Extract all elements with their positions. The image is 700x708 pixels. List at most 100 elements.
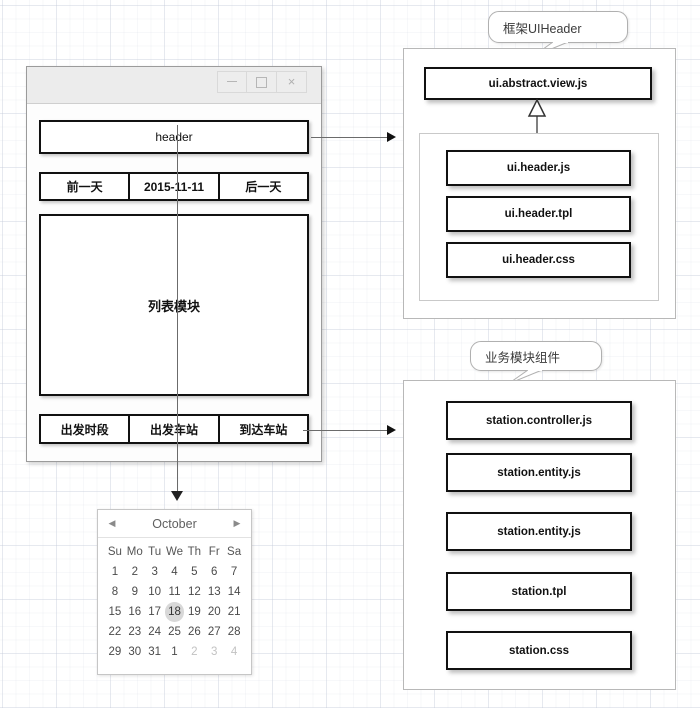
calendar-dow: We (165, 546, 184, 558)
calendar-day[interactable]: 11 (168, 586, 181, 598)
calendar-dow: Fr (208, 546, 220, 558)
node-station-entity-1[interactable]: station.entity.js (446, 453, 632, 492)
calendar-day[interactable]: 2 (191, 646, 198, 658)
connector-tabbar-arrowhead (387, 425, 396, 435)
node-station-entity-1-label: station.entity.js (497, 466, 581, 479)
calendar-day[interactable]: 25 (168, 626, 181, 638)
callout-business-module-label: 业务模块组件 (485, 350, 561, 365)
calendar-day[interactable]: 1 (171, 646, 178, 658)
calendar-day[interactable]: 17 (148, 606, 162, 618)
ui-header-group: ui.header.js ui.header.tpl ui.header.css (419, 133, 659, 301)
node-ui-header-css-label: ui.header.css (502, 254, 575, 266)
calendar-day[interactable]: 24 (148, 626, 162, 638)
callout-ui-header-label: 框架UIHeader (503, 21, 582, 36)
current-date-field[interactable]: 2015-11-11 (128, 174, 217, 199)
calendar-dow: Mo (126, 546, 143, 558)
node-ui-header-js[interactable]: ui.header.js (446, 150, 631, 186)
chevron-left-icon: ◀ (108, 518, 116, 528)
tab-arrival-station[interactable]: 到达车站 (217, 416, 307, 442)
node-station-entity-2[interactable]: station.entity.js (446, 512, 632, 551)
calendar-day[interactable]: 30 (128, 646, 142, 658)
tab-departure-time[interactable]: 出发时段 (41, 416, 128, 442)
calendar-day[interactable]: 4 (171, 566, 178, 578)
calendar-day[interactable]: 27 (207, 626, 221, 638)
tab-arrival-station-label: 到达车站 (239, 422, 288, 437)
node-station-css-label: station.css (508, 644, 570, 657)
node-ui-header-css[interactable]: ui.header.css (446, 242, 631, 278)
callout-business-module: 业务模块组件 (470, 341, 602, 371)
calendar-prev-month-button[interactable]: ◀ (101, 518, 123, 529)
calendar-day[interactable]: 5 (191, 566, 198, 578)
calendar-day[interactable]: 8 (111, 586, 119, 598)
calendar-day[interactable]: 10 (148, 586, 162, 598)
calendar-day[interactable]: 29 (108, 646, 122, 658)
minimize-button[interactable] (217, 71, 247, 93)
calendar-day[interactable]: 7 (230, 566, 238, 578)
calendar-day-selected[interactable]: 18 (164, 602, 185, 622)
next-day-label: 后一天 (245, 180, 282, 194)
calendar-day[interactable]: 3 (151, 566, 158, 578)
calendar-day[interactable]: 3 (211, 646, 218, 658)
window-titlebar: × (27, 67, 321, 104)
current-date-value: 2015-11-11 (143, 179, 205, 194)
close-button[interactable]: × (277, 71, 307, 93)
list-module-label: 列表模块 (147, 298, 200, 314)
list-module-block: 列表模块 (39, 214, 309, 396)
calendar-dow: Th (187, 546, 202, 558)
calendar-week-row: 22 23 24 25 26 27 28 (105, 622, 244, 642)
calendar-day[interactable]: 20 (207, 606, 221, 618)
calendar-day[interactable]: 26 (187, 626, 201, 638)
date-navigation-bar: 前一天 2015-11-11 后一天 (39, 172, 309, 201)
node-ui-abstract-view[interactable]: ui.abstract.view.js (424, 67, 652, 100)
connector-calendar-arrowhead (171, 491, 183, 501)
node-station-tpl-label: station.tpl (511, 585, 567, 598)
calendar-day[interactable]: 31 (148, 646, 162, 658)
calendar-month-title: October (152, 516, 197, 531)
node-station-controller-label: station.controller.js (485, 414, 593, 427)
close-icon: × (287, 74, 296, 89)
calendar-day[interactable]: 13 (207, 586, 221, 598)
callout-ui-header: 框架UIHeader (488, 11, 628, 43)
prev-day-button[interactable]: 前一天 (41, 174, 128, 199)
calendar-day[interactable]: 2 (131, 566, 138, 578)
business-module-panel: station.controller.js station.entity.js … (403, 380, 676, 690)
maximize-button[interactable] (247, 71, 277, 93)
connector-date-to-calendar (177, 125, 178, 491)
node-ui-header-tpl[interactable]: ui.header.tpl (446, 196, 631, 232)
calendar-day[interactable]: 12 (187, 586, 201, 598)
tab-departure-station[interactable]: 出发车站 (128, 416, 217, 442)
calendar-day[interactable]: 4 (230, 646, 238, 658)
next-day-button[interactable]: 后一天 (217, 174, 307, 199)
calendar-next-month-button[interactable]: ▶ (226, 518, 248, 529)
calendar-day[interactable]: 21 (227, 606, 241, 618)
calendar-dow: Sa (227, 546, 242, 558)
header-block-label: header (155, 130, 193, 144)
calendar-day[interactable]: 16 (128, 606, 142, 618)
tab-departure-station-label: 出发车站 (149, 422, 198, 437)
node-ui-abstract-view-label: ui.abstract.view.js (488, 77, 588, 90)
calendar-day[interactable]: 14 (227, 586, 241, 598)
node-station-css[interactable]: station.css (446, 631, 632, 670)
calendar-day[interactable]: 22 (108, 626, 122, 638)
calendar-day[interactable]: 19 (187, 606, 201, 618)
node-station-tpl[interactable]: station.tpl (446, 572, 632, 611)
calendar-day[interactable]: 6 (211, 566, 218, 578)
calendar-day[interactable]: 9 (131, 586, 138, 598)
calendar-header: ◀ October ▶ (98, 510, 251, 538)
mock-app-window: × header 前一天 2015-11-11 后一天 列表模块 出发时段 出发… (26, 66, 322, 462)
calendar-day[interactable]: 15 (108, 606, 122, 618)
calendar-day[interactable]: 1 (111, 566, 119, 578)
calendar-day[interactable]: 28 (227, 626, 241, 638)
calendar-day[interactable]: 23 (128, 626, 142, 638)
header-block: header (39, 120, 309, 154)
ui-framework-panel: ui.abstract.view.js ui.header.js ui.head… (403, 48, 676, 319)
node-station-entity-2-label: station.entity.js (497, 525, 581, 538)
node-station-controller[interactable]: station.controller.js (446, 401, 632, 440)
